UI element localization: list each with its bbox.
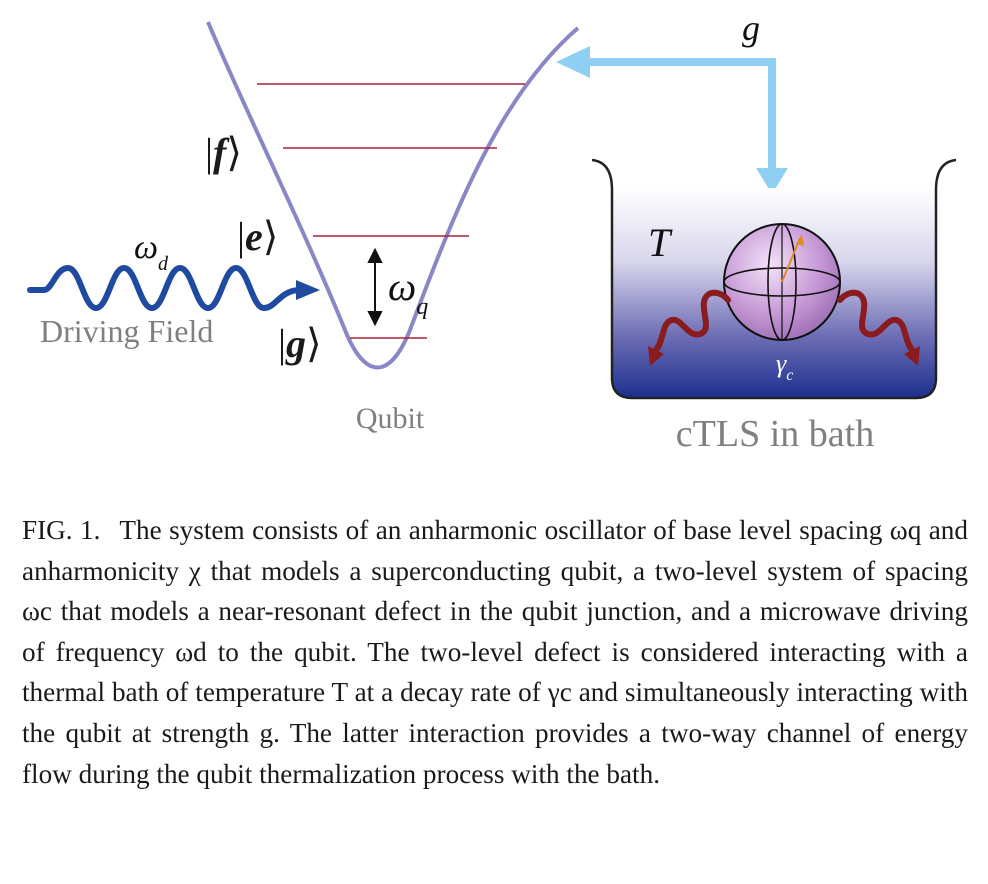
potential-well-curve: [206, 21, 580, 370]
bath-title: cTLS in bath: [676, 413, 874, 455]
bath-temperature-symbol: T: [648, 220, 673, 265]
coupling-arrow: [585, 58, 776, 172]
figure-caption: FIG. 1. The system consists of an anharm…: [22, 510, 968, 794]
driving-field-title: Driving Field: [40, 313, 213, 349]
ket-f-label: |f⟩: [205, 130, 242, 175]
level-spacing-arrow-icon: [367, 247, 383, 327]
coupling-strength-symbol: g: [742, 8, 760, 48]
decay-arrowhead-left-icon: [648, 346, 664, 366]
ket-e-label: |e⟩: [237, 214, 278, 259]
level-spacing-symbol: ωq: [388, 264, 428, 320]
driving-field-wave-icon: [27, 264, 303, 312]
qubit-title: Qubit: [356, 402, 425, 435]
decay-arrowhead-right-icon: [904, 346, 920, 366]
bath-container: [591, 158, 957, 400]
decay-rate-symbol: γc: [776, 349, 793, 384]
bloch-sphere-icon: [723, 223, 841, 341]
drive-frequency-symbol: ωd: [134, 229, 169, 275]
decay-wave-left-icon: [653, 289, 731, 353]
decay-wave-right-icon: [837, 289, 915, 353]
coupling-arrowhead-down-icon: [756, 168, 788, 194]
caption-label: FIG. 1.: [22, 515, 101, 545]
driving-field-arrowhead-icon: [296, 280, 320, 300]
ket-g-label: |g⟩: [278, 321, 322, 366]
coupling-arrowhead-left-icon: [556, 46, 590, 78]
figure-schematic: |f⟩ |e⟩ |g⟩ ωq Qubit ωd Driving Field g …: [27, 8, 957, 455]
caption-text: The system consists of an anharmonic osc…: [22, 515, 968, 789]
